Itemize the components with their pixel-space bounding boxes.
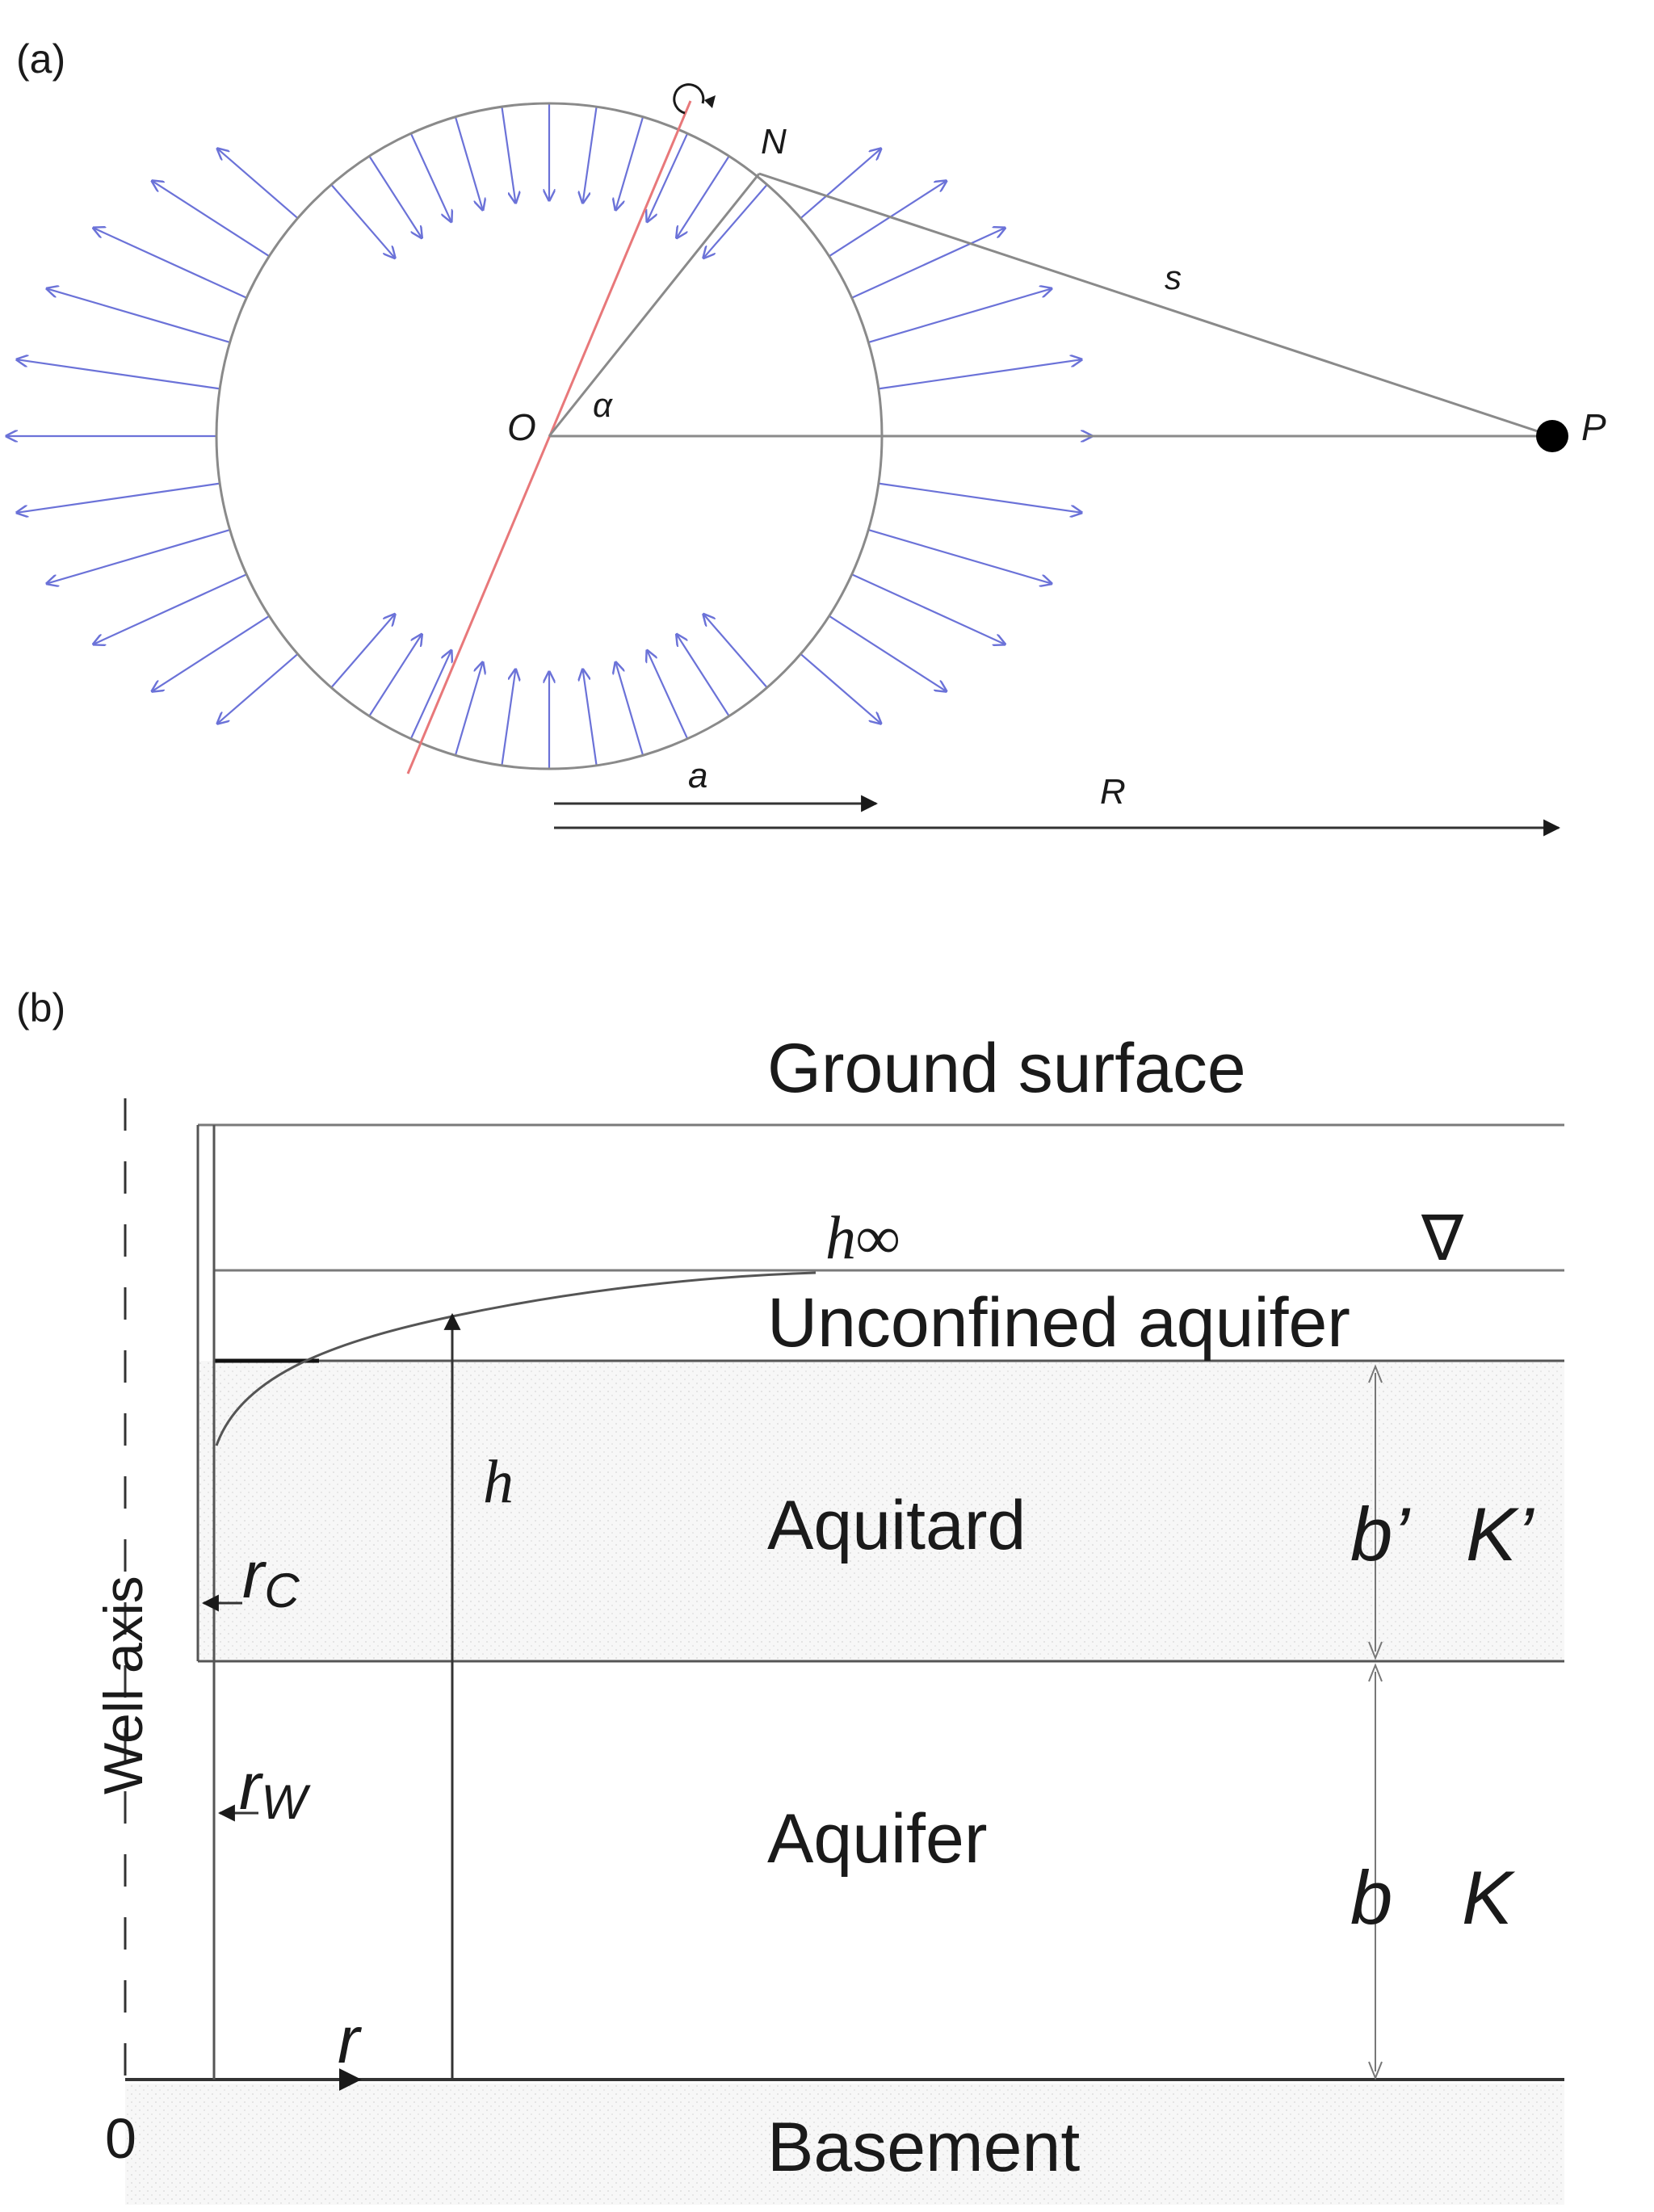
water-table-symbol-icon: ∇ [1421, 1203, 1464, 1274]
traction-arrow [851, 573, 1005, 644]
traction-arrow [17, 359, 220, 390]
label-R: R [1100, 772, 1126, 812]
traction-arrow [47, 288, 231, 343]
traction-arrow [152, 181, 270, 258]
label-K-prime: K’ [1466, 1492, 1535, 1576]
label-N: N [761, 122, 787, 162]
traction-arrow [677, 155, 730, 237]
aquifer-label: Aquifer [767, 1800, 988, 1878]
thickness-arrow-b-bottom-head [1368, 2061, 1383, 2080]
well-axis-label: Well axis [93, 1576, 154, 1794]
thickness-arrow-b-top-head [1368, 1663, 1383, 1682]
aquitard-fill [198, 1361, 1564, 1661]
traction-arrow [583, 107, 598, 203]
traction-arrow [330, 615, 395, 689]
traction-arrow [217, 149, 299, 220]
panel-b-tag: (b) [16, 985, 65, 1030]
traction-arrow [330, 183, 395, 258]
flow-arrows [6, 103, 1092, 769]
traction-arrow [851, 228, 1005, 299]
panel-b: (b) Well axis h Ground s [16, 985, 1564, 2205]
radius-line-ON [548, 173, 761, 437]
traction-arrow [409, 651, 451, 740]
traction-arrow [409, 132, 451, 221]
traction-arrow [368, 155, 422, 237]
traction-arrow [878, 482, 1081, 513]
traction-arrow [94, 573, 247, 644]
traction-arrow [615, 662, 644, 756]
traction-arrow [47, 529, 231, 584]
label-P: P [1581, 406, 1606, 448]
traction-arrow [800, 149, 880, 220]
traction-arrow [501, 107, 515, 203]
traction-arrow [217, 653, 299, 724]
origin-label: 0 [105, 2107, 136, 2170]
traction-arrow [829, 615, 947, 691]
traction-arrow [677, 635, 730, 717]
traction-arrow [867, 529, 1052, 584]
unconfined-aquifer-label: Unconfined aquifer [767, 1284, 1350, 1362]
point-P-marker [1536, 420, 1568, 452]
traction-arrow [152, 615, 270, 691]
thickness-arrow-b-prime-bottom-head [1368, 1641, 1383, 1660]
rotation-arrowhead-icon [704, 95, 716, 108]
traction-arrow [94, 228, 247, 299]
traction-arrow [17, 482, 220, 513]
traction-arrow [647, 132, 689, 221]
aquitard-label: Aquitard [767, 1487, 1026, 1564]
traction-arrow [800, 653, 880, 724]
label-h-infinity: h∞ [825, 1204, 900, 1272]
basement-fill [125, 2084, 1564, 2205]
thickness-arrow-b-prime-top-head [1368, 1364, 1383, 1383]
label-b: b [1350, 1855, 1392, 1940]
traction-arrow [454, 662, 483, 756]
panel-a: (a) N O α s P a R [6, 36, 1606, 837]
rotation-arrow-icon [673, 83, 705, 115]
label-b-prime: b’ [1350, 1492, 1411, 1576]
distance-line-s [758, 172, 1553, 438]
traction-arrow [703, 183, 768, 258]
label-a: a [688, 756, 707, 795]
traction-arrow [454, 116, 483, 210]
traction-arrow [583, 669, 598, 766]
label-r: r [338, 2004, 363, 2077]
panel-a-tag: (a) [16, 36, 65, 82]
label-alpha: α [593, 386, 613, 424]
traction-arrow [368, 635, 422, 717]
traction-arrow [647, 651, 689, 740]
label-K: K [1462, 1855, 1516, 1940]
traction-arrow [703, 615, 768, 689]
traction-arrow [878, 359, 1081, 390]
label-rw: rW [239, 1750, 311, 1829]
label-s: s [1165, 258, 1182, 296]
traction-arrow [829, 181, 947, 258]
label-h: h [483, 1448, 514, 1516]
traction-arrow [501, 669, 515, 766]
basement-label: Basement [767, 2109, 1080, 2186]
traction-arrow [867, 288, 1052, 343]
traction-arrow [615, 116, 644, 210]
label-O: O [507, 406, 536, 448]
ground-surface-label: Ground surface [767, 1030, 1246, 1107]
